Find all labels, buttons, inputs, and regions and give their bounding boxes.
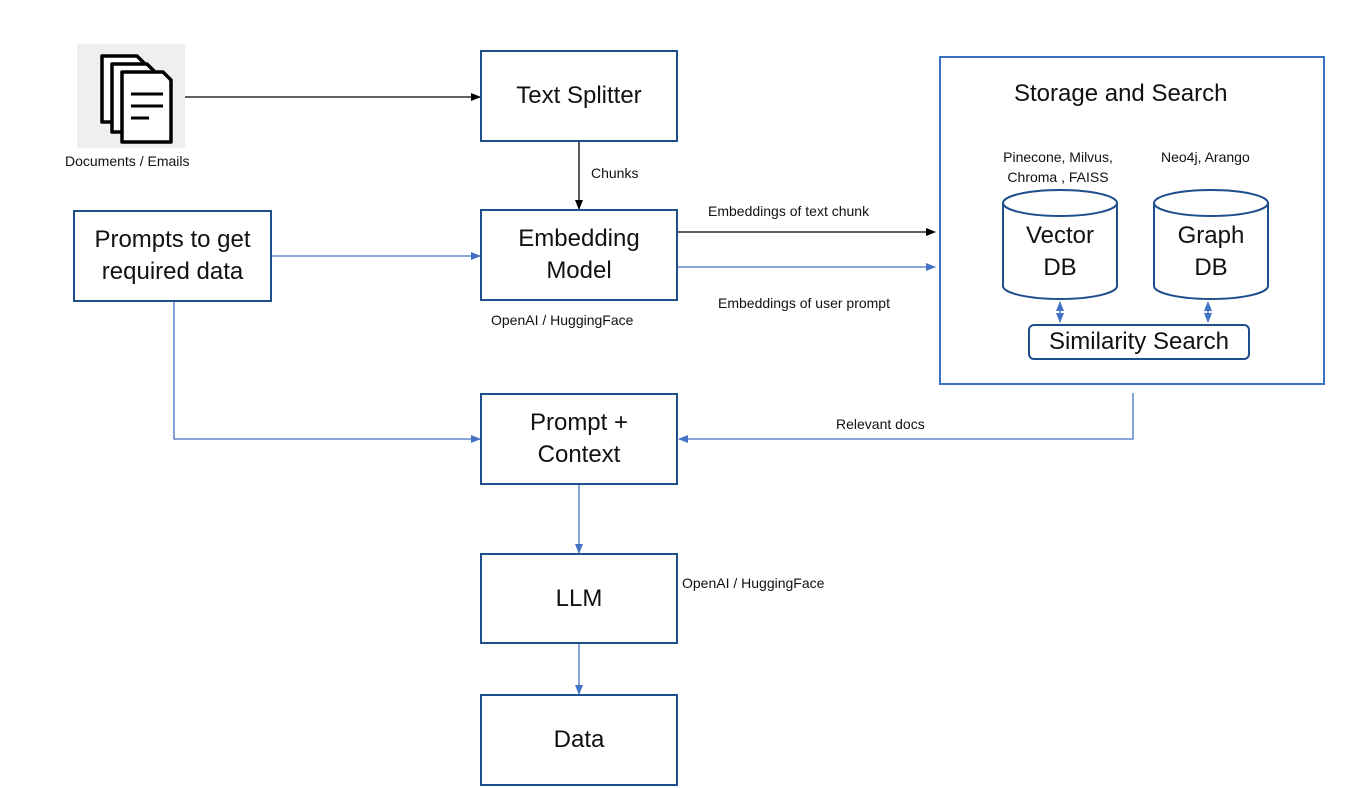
llm-label: LLM — [555, 584, 603, 612]
prompts-box: Prompts to get required data — [73, 210, 272, 302]
documents-label: Documents / Emails — [65, 153, 190, 169]
vector-vendors-line2: Chroma , FAISS — [1007, 169, 1109, 185]
graph-db-cylinder — [1153, 189, 1269, 300]
llm-box: LLM — [480, 553, 678, 644]
embedding-model-label: Embedding Model — [518, 225, 640, 284]
embeddings-text-chunk-label: Embeddings of text chunk — [708, 203, 870, 219]
arrow-storage-relevant-docs — [678, 393, 1134, 443]
similarity-search-box: Similarity Search — [1028, 324, 1250, 360]
chunks-label: Chunks — [591, 165, 639, 181]
graph-db-label: Graph DB — [1177, 222, 1245, 281]
prompt-context-box: Prompt + Context — [480, 393, 678, 485]
similarity-search-label: Similarity Search — [1048, 328, 1230, 355]
vector-vendors-line1: Pinecone, Milvus, — [1003, 149, 1113, 165]
prompt-context-label: Prompt + Context — [529, 409, 629, 468]
embedding-model-box: Embedding Model — [480, 209, 678, 301]
vector-db-label: Vector DB — [1025, 222, 1095, 281]
arrow-prompts-to-context — [173, 302, 481, 443]
graph-vendors-label: Neo4j, Arango — [1161, 149, 1250, 165]
data-box: Data — [480, 694, 678, 786]
text-splitter-box: Text Splitter — [480, 50, 678, 142]
prompts-label: Prompts to get required data — [94, 226, 251, 285]
text-splitter-label: Text Splitter — [516, 82, 642, 109]
relevant-docs-label: Relevant docs — [836, 416, 925, 432]
embeddings-user-prompt-label: Embeddings of user prompt — [718, 295, 890, 311]
documents-icon — [77, 44, 185, 148]
embedding-provider-label: OpenAI / HuggingFace — [491, 312, 634, 328]
storage-title: Storage and Search — [1014, 80, 1228, 107]
data-label: Data — [553, 726, 605, 753]
vector-db-cylinder — [1002, 189, 1118, 300]
llm-provider-label: OpenAI / HuggingFace — [682, 575, 825, 591]
